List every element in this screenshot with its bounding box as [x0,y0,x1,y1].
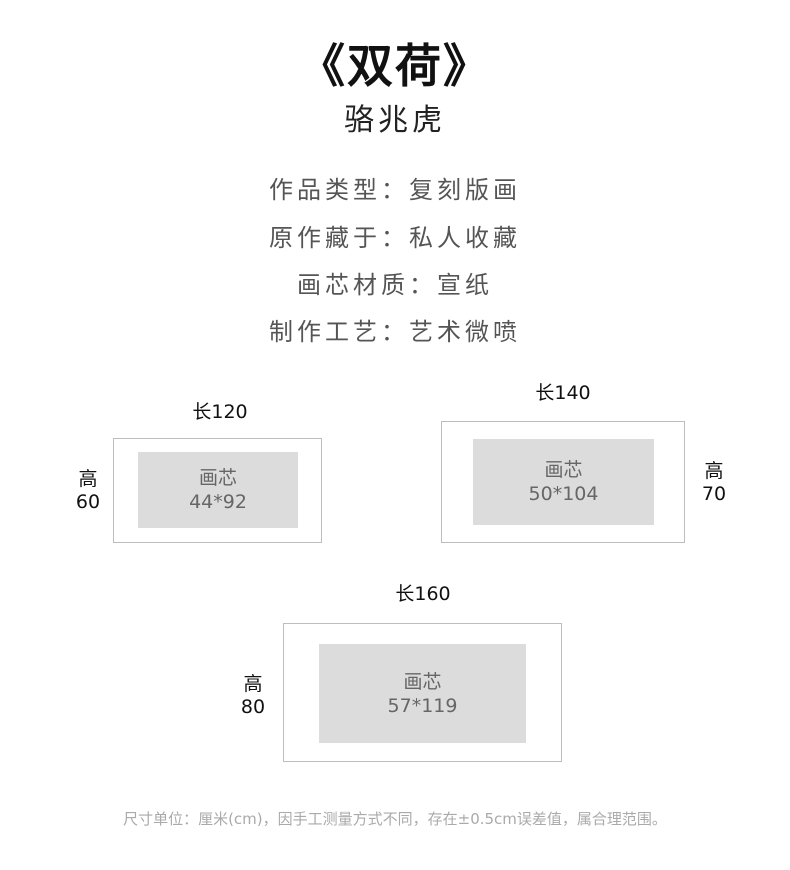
length-label: 长120 [192,401,248,423]
core-size: 50*104 [528,483,599,505]
core-size: 44*92 [189,491,247,513]
painting-core: 画芯 57*119 [319,644,526,743]
core-label: 画芯 [198,467,237,489]
core-size: 57*119 [387,694,458,717]
painting-core: 画芯 50*104 [473,439,654,525]
height-label: 高 60 [75,468,101,513]
painting-core: 画芯 44*92 [138,452,298,528]
frame-outline: 画芯 50*104 [441,421,685,543]
height-label: 高 80 [240,673,266,718]
height-label: 高 70 [701,460,727,505]
length-label: 长160 [395,583,451,605]
frame-outline: 画芯 44*92 [113,438,322,543]
info-original-collection: 原作藏于：私人收藏 [269,224,521,252]
core-label: 画芯 [544,459,583,481]
measurement-note: 尺寸单位：厘米(cm)，因手工测量方式不同，存在±0.5cm误差值，属合理范围。 [123,810,667,828]
frame-outline: 画芯 57*119 [283,623,562,762]
info-craft: 制作工艺：艺术微喷 [269,318,521,346]
length-label: 长140 [535,382,591,404]
page-title: 《双荷》 [299,39,491,93]
info-artwork-type: 作品类型：复刻版画 [269,176,521,204]
core-label: 画芯 [403,670,442,693]
artist-name: 骆兆虎 [344,103,446,138]
info-core-material: 画芯材质：宣纸 [297,271,493,299]
